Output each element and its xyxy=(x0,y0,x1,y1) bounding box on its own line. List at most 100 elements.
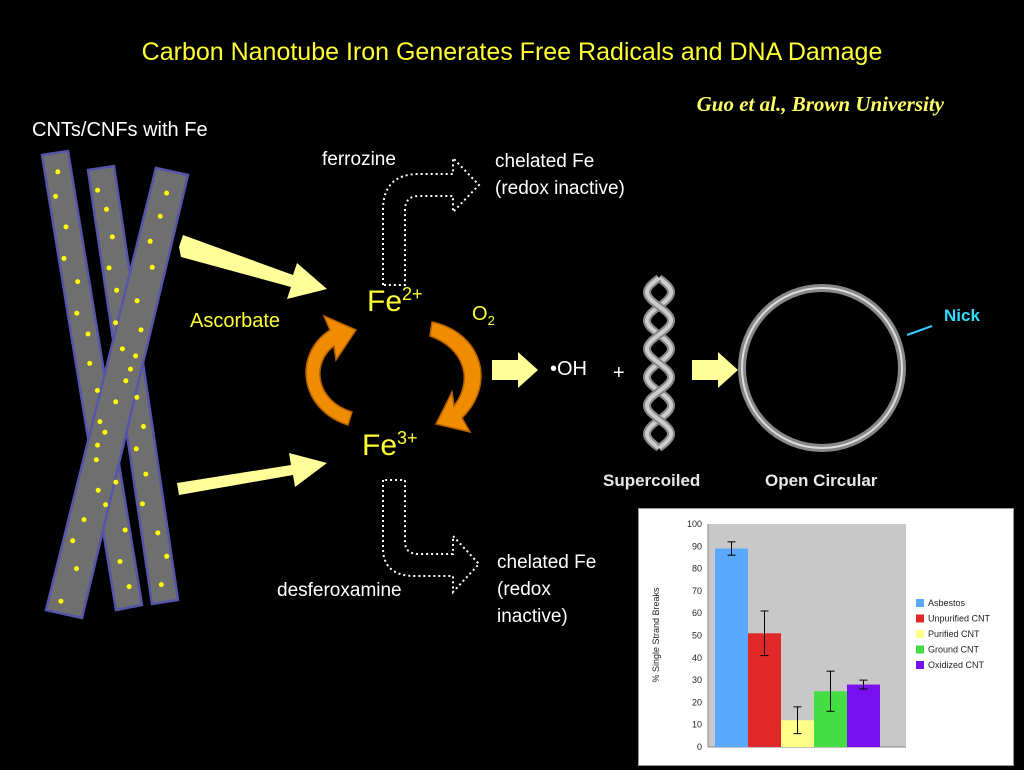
iron-dot xyxy=(113,320,119,326)
iron-dot xyxy=(122,527,128,533)
legend-swatch xyxy=(916,630,924,638)
iron-dot xyxy=(97,419,103,425)
iron-dot xyxy=(61,256,67,261)
oxygen-label: O2 xyxy=(472,303,495,328)
iron-dot xyxy=(126,584,132,590)
error-bar xyxy=(727,541,736,556)
nick-pointer xyxy=(906,325,933,336)
citation: Guo et al., Brown University xyxy=(696,92,944,116)
iron-dot xyxy=(109,234,115,240)
iron-dot xyxy=(113,399,119,405)
ascorbate-label: Ascorbate xyxy=(190,310,281,332)
ferrozine-label: ferrozine xyxy=(322,149,396,170)
iron-dot xyxy=(114,287,120,293)
y-tick-label: 80 xyxy=(692,564,702,574)
legend-label: Purified CNT xyxy=(928,629,980,639)
upper-product-line1: chelated Fe xyxy=(495,151,595,172)
y-tick-label: 50 xyxy=(692,631,702,641)
lower-product-line2: (redox xyxy=(497,579,551,600)
iron-dot xyxy=(134,394,140,400)
lower-product-line3: inactive) xyxy=(497,606,568,627)
y-tick-label: 20 xyxy=(692,697,702,707)
fe3-ion: Fe3+ xyxy=(362,428,418,463)
fe2-symbol: Fe xyxy=(367,285,403,318)
ferrozine-dotted-arrow xyxy=(382,155,481,286)
upper-product-line2: (redox inactive) xyxy=(495,178,625,199)
iron-dot xyxy=(75,279,81,285)
oxygen-subscript: 2 xyxy=(487,313,495,328)
iron-dot xyxy=(149,264,155,270)
legend-swatch xyxy=(916,599,924,607)
open-circular-dna-icon xyxy=(738,284,933,452)
iron-dot xyxy=(164,190,170,196)
error-bar xyxy=(859,679,868,690)
iron-dot xyxy=(53,193,59,199)
legend-label: Asbestos xyxy=(928,598,966,608)
iron-dot xyxy=(113,479,119,485)
iron-dot xyxy=(103,502,109,508)
iron-dot xyxy=(81,517,87,523)
nanotube-label: CNTs/CNFs with Fe xyxy=(32,119,208,141)
oxygen-symbol: O xyxy=(472,303,488,325)
supercoiled-label: Supercoiled xyxy=(603,471,701,490)
iron-dot xyxy=(133,446,139,452)
iron-dot xyxy=(138,327,144,333)
iron-dot xyxy=(157,213,163,219)
iron-dot xyxy=(102,429,108,435)
arrow-to-open-circular xyxy=(692,352,738,388)
y-tick-label: 60 xyxy=(692,608,702,618)
fe3-symbol: Fe xyxy=(362,429,398,462)
lower-chelated-fe-label: chelated Fe (redox inactive) xyxy=(497,549,596,630)
fe3-charge: 3+ xyxy=(397,428,418,448)
y-tick-label: 70 xyxy=(692,586,702,596)
legend-swatch xyxy=(916,661,924,669)
iron-dot xyxy=(155,530,161,536)
error-bar xyxy=(793,706,802,735)
error-bar xyxy=(826,670,835,712)
error-bar xyxy=(760,610,769,657)
open-circular-label: Open Circular xyxy=(765,471,878,490)
y-tick-label: 40 xyxy=(692,653,702,663)
legend-swatch xyxy=(916,614,924,623)
iron-dot xyxy=(70,538,76,544)
ascorbate-reduction-arrow xyxy=(305,314,358,426)
iron-dot xyxy=(87,360,93,366)
iron-dot xyxy=(143,471,149,477)
iron-dot xyxy=(85,331,91,337)
slide-title: Carbon Nanotube Iron Generates Free Radi… xyxy=(141,38,883,66)
supercoiled-dna-icon xyxy=(642,274,676,452)
legend-swatch xyxy=(916,645,924,654)
y-tick-label: 30 xyxy=(692,675,702,685)
lower-product-line1: chelated Fe xyxy=(497,552,597,573)
iron-dot xyxy=(55,169,61,175)
redox-cycle-arrows xyxy=(305,314,482,434)
arrow-to-fe2 xyxy=(179,235,327,299)
legend-label: Oxidized CNT xyxy=(928,660,985,670)
fe2-ion: Fe2+ xyxy=(367,284,423,319)
arrow-to-hydroxyl xyxy=(492,352,538,388)
nanotube-fibers xyxy=(40,149,190,620)
iron-dot xyxy=(147,238,153,244)
y-tick-label: 90 xyxy=(692,541,702,551)
bar-asbestos xyxy=(715,548,748,747)
oxygen-oxidation-arrow xyxy=(429,321,482,434)
iron-dot xyxy=(123,378,129,384)
iron-dot xyxy=(95,187,101,193)
nick-label: Nick xyxy=(944,306,980,325)
iron-dot xyxy=(117,559,123,564)
upper-chelated-fe-label: chelated Fe (redox inactive) xyxy=(495,148,625,202)
plus-sign: + xyxy=(613,362,625,384)
nanotube-fiber-right xyxy=(44,166,190,620)
iron-dot xyxy=(128,366,133,372)
iron-particles xyxy=(53,169,170,604)
iron-dot xyxy=(95,442,100,448)
iron-dot xyxy=(63,224,69,230)
iron-dot xyxy=(93,457,99,463)
iron-dot xyxy=(74,310,80,316)
arrow-to-fe3 xyxy=(177,453,327,495)
iron-dot xyxy=(106,265,112,271)
iron-dot xyxy=(133,353,139,359)
iron-dot xyxy=(158,582,164,588)
